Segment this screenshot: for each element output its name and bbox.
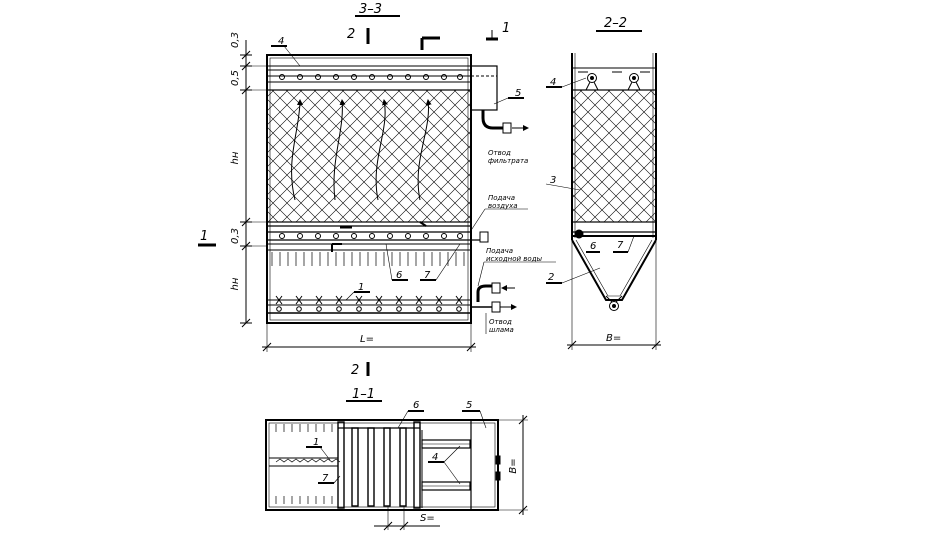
cut-mark-2-top: 2 [347, 27, 355, 42]
callout-4-22: 4 [550, 77, 556, 88]
label-air-line2: воздуха [488, 202, 518, 210]
section-3-3 [198, 15, 556, 376]
label-air-line1: Подача [488, 194, 515, 202]
label-source-water-line2: исходной воды [486, 255, 543, 263]
callout-2-22: 2 [548, 272, 554, 283]
label-filtrate-line2: фильтрата [488, 157, 528, 165]
callout-1-11: 1 [313, 437, 319, 448]
dim-0-3-mid: 0,3 [230, 228, 241, 244]
dim-length: L= [360, 334, 374, 345]
cut-mark-1-left: 1 [200, 229, 208, 244]
callout-3-22: 3 [550, 175, 556, 186]
callout-4-33: 4 [278, 36, 284, 47]
cut-mark-1-right: 1 [502, 21, 510, 36]
section-2-2 [545, 30, 661, 350]
cut-mark-2-bottom: 2 [351, 363, 359, 378]
callout-6-22: 6 [590, 241, 596, 252]
label-filtrate-line1: Отвод [488, 149, 511, 157]
dim-hn-bottom: hн [230, 277, 241, 290]
air-pipe-holes [279, 233, 463, 239]
callout-7-33: 7 [424, 270, 431, 281]
section-title-1-1: 1–1 [352, 387, 375, 402]
callout-1-33: 1 [358, 282, 364, 293]
dim-b-1-1: B= [508, 458, 519, 473]
callout-5-33: 5 [515, 88, 521, 99]
section-title-3-3: 3–3 [359, 2, 382, 17]
label-sludge-line2: шлама [489, 326, 514, 334]
dim-0-5: 0,5 [230, 70, 241, 86]
callout-6-11: 6 [413, 400, 419, 411]
callout-5-11: 5 [466, 400, 472, 411]
dim-spacing: S= [420, 513, 435, 524]
top-collector-holes [279, 74, 463, 80]
section-title-2-2: 2–2 [604, 16, 627, 31]
dim-hn-top: hн [230, 151, 241, 164]
section-1-1 [265, 400, 528, 531]
label-sludge-line1: Отвод [489, 318, 512, 326]
callout-7-11: 7 [322, 473, 329, 484]
label-source-water-line1: Подача [486, 247, 513, 255]
callout-4-11: 4 [432, 452, 438, 463]
bottom-distributor-holes [275, 295, 463, 312]
dim-b-2-2: B= [606, 333, 621, 344]
callout-6-33: 6 [396, 270, 402, 281]
dim-0-3-top: 0,3 [230, 32, 241, 48]
callout-7-22: 7 [617, 240, 624, 251]
